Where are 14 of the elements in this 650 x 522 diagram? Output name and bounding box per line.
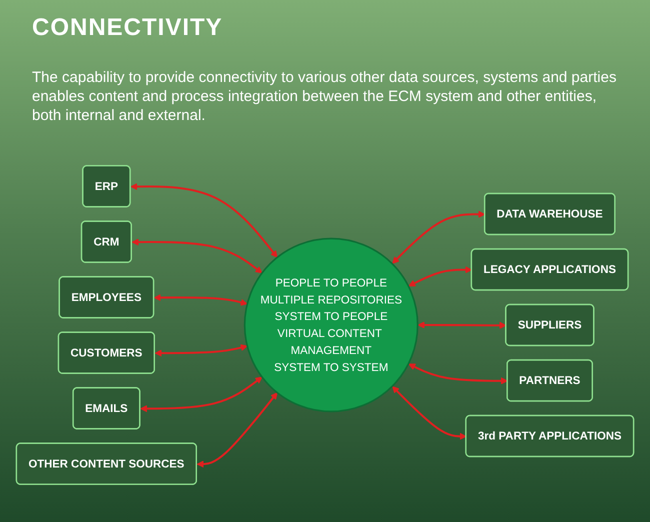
arrow [408,266,472,286]
arrow [130,183,278,258]
arrow [196,392,278,468]
arrow [140,376,262,412]
arrow [418,321,506,329]
arrow [392,386,467,440]
caption-text: The capability to provide connectivity to various other data sources, systems and parties enables content and process integration between the ECM system and other entities, both internal and external. [32,68,618,125]
arrow [408,364,508,384]
arrow [154,294,248,306]
arrow [392,210,486,264]
arrow [132,238,262,274]
arrow [154,344,248,357]
title: CONNECTIVITY [32,14,223,42]
node-circle: PEOPLE TO PEOPLE MULTIPLE REPOSITORIES SYSTEM TO PEOPLE VIRTUAL CONTENT MANAGEMENT SYSTEM TO SYSTEM [244,238,418,412]
